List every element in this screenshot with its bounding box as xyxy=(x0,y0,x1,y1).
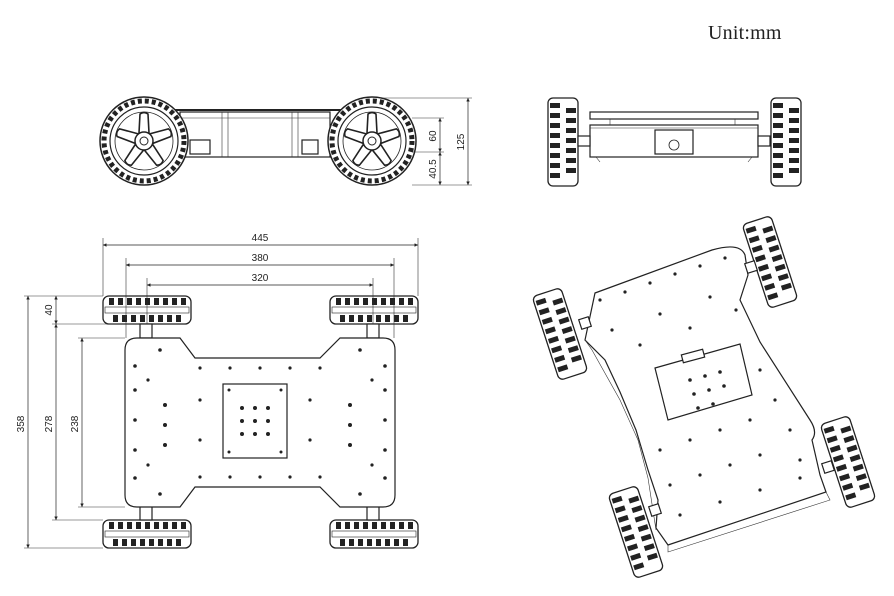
side-view: 60 40.5 125 xyxy=(100,97,472,185)
top-tire-front-right xyxy=(329,295,419,325)
dim-320: 320 xyxy=(252,273,269,284)
dim-60: 60 xyxy=(428,130,439,142)
dim-380: 380 xyxy=(252,253,269,264)
iso-center-module xyxy=(654,343,753,421)
top-tire-rear-left xyxy=(102,519,192,549)
front-tire-left xyxy=(547,97,579,187)
dim-445: 445 xyxy=(252,233,269,244)
top-tire-rear-right xyxy=(329,519,419,549)
top-module-holes xyxy=(227,388,283,454)
dim-40: 40 xyxy=(44,304,55,316)
dim-238: 238 xyxy=(70,415,81,432)
unit-label: Unit:mm xyxy=(708,22,782,44)
side-wheel-left xyxy=(100,97,188,185)
iso-tire-back-left xyxy=(531,286,589,382)
iso-holes xyxy=(598,256,802,517)
iso-tire-front-left xyxy=(607,484,665,580)
dim-125: 125 xyxy=(456,133,467,150)
top-plate-holes xyxy=(133,348,387,496)
dim-278: 278 xyxy=(44,415,55,432)
dim-358: 358 xyxy=(16,415,27,432)
front-view xyxy=(547,97,802,187)
top-view: 445 380 320 40 358 278 238 xyxy=(16,233,419,549)
isometric-view xyxy=(531,214,877,580)
side-wheel-right xyxy=(328,97,416,185)
front-tire-right xyxy=(770,97,802,187)
dim-40-5: 40.5 xyxy=(428,159,439,179)
